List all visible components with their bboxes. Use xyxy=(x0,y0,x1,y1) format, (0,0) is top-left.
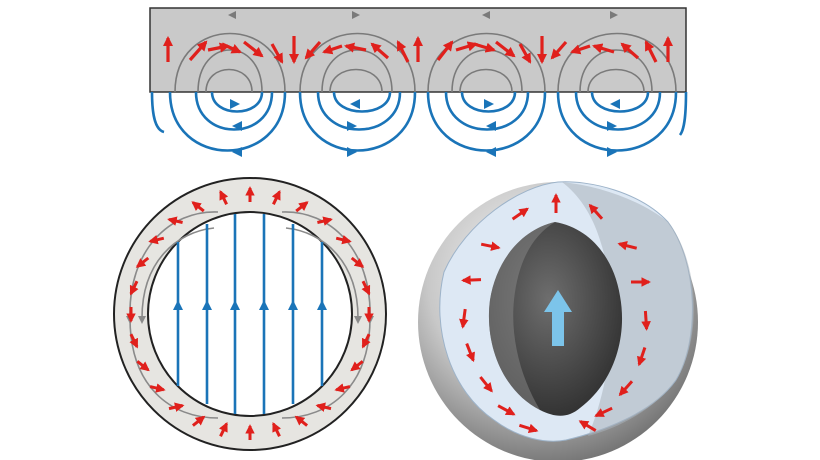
red-magnetization-arrow xyxy=(618,380,634,397)
red-magnetization-arrow xyxy=(480,241,501,251)
red-magnetization-arrow xyxy=(334,383,351,393)
red-magnetization-arrow xyxy=(461,275,482,285)
red-magnetization-arrow xyxy=(218,421,228,437)
magnetization-arrows-sphere xyxy=(459,193,651,433)
red-magnetization-arrow xyxy=(295,201,309,213)
red-magnetization-arrow xyxy=(315,402,332,412)
red-magnetization-arrow xyxy=(168,402,185,412)
red-magnetization-arrow xyxy=(518,423,539,433)
external-field-lines xyxy=(150,91,688,152)
red-magnetization-arrow xyxy=(129,280,139,296)
red-magnetization-arrow xyxy=(459,308,469,329)
red-magnetization-arrow xyxy=(335,234,352,245)
cylinder-cross-section xyxy=(113,177,387,451)
red-magnetization-arrow xyxy=(272,421,282,437)
red-magnetization-arrow xyxy=(497,404,516,416)
red-magnetization-arrow xyxy=(578,420,597,432)
sphere-cut-wedge xyxy=(562,182,694,436)
red-magnetization-arrow xyxy=(465,343,475,363)
red-magnetization-arrow xyxy=(129,333,139,349)
red-magnetization-arrow xyxy=(149,383,166,393)
red-magnetization-arrow xyxy=(148,234,165,245)
linear-halbach-array xyxy=(149,7,688,157)
red-magnetization-arrow xyxy=(135,256,150,268)
red-magnetization-arrow xyxy=(136,360,150,372)
red-magnetization-arrow xyxy=(641,310,651,331)
red-magnetization-arrow xyxy=(271,189,281,205)
red-magnetization-arrow xyxy=(317,216,333,226)
red-magnetization-arrow xyxy=(361,280,371,296)
red-magnetization-arrow xyxy=(594,406,613,418)
red-magnetization-arrow xyxy=(219,189,229,205)
red-magnetization-arrow xyxy=(588,203,604,220)
interior-field-arrow xyxy=(544,290,572,346)
red-magnetization-arrow xyxy=(191,201,205,213)
red-magnetization-arrow xyxy=(191,415,206,427)
red-magnetization-arrow xyxy=(511,207,529,221)
blue-field-line-arrows xyxy=(230,99,620,157)
red-magnetization-arrow xyxy=(167,216,183,226)
internal-field-lines xyxy=(174,32,677,93)
red-magnetization-arrow xyxy=(637,347,647,367)
red-magnetization-arrow xyxy=(617,241,638,251)
red-magnetization-arrow xyxy=(479,376,493,393)
gray-field-line-arrows xyxy=(228,11,618,19)
sphere-cutaway xyxy=(418,181,698,460)
red-magnetization-arrow xyxy=(294,415,309,427)
red-magnetization-arrow xyxy=(361,333,371,349)
magnetization-arrows-linear xyxy=(162,35,674,65)
magnetization-arrows-ring xyxy=(126,186,374,440)
bore-field-arrows xyxy=(173,300,327,310)
red-magnetization-arrow xyxy=(350,360,364,372)
ring-inner-bore xyxy=(147,211,353,417)
bore-uniform-field xyxy=(176,214,324,414)
red-magnetization-arrow xyxy=(350,256,365,268)
sphere-core-shade xyxy=(488,222,555,410)
